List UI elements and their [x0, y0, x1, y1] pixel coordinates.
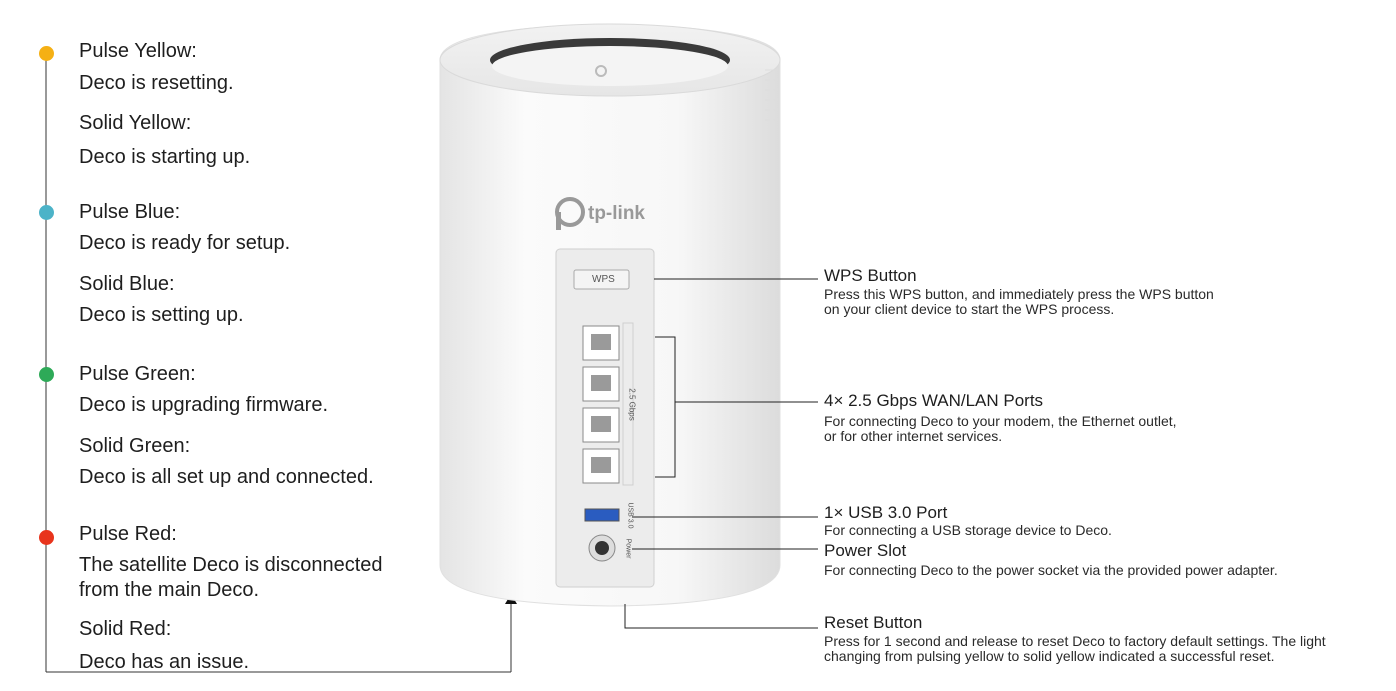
led-title-solid-green: Solid Green:	[79, 435, 191, 457]
ports-bracket	[655, 336, 676, 478]
green-dot	[39, 367, 54, 382]
led-desc-pulse-blue: Deco is ready for setup.	[79, 232, 291, 254]
callout-title-power: Power Slot	[824, 541, 907, 560]
callout-desc-usb: For connecting a USB storage device to D…	[824, 522, 1112, 538]
reset-line	[624, 604, 818, 629]
callout-title-reset: Reset Button	[824, 613, 923, 632]
led-title-pulse-yellow: Pulse Yellow:	[79, 40, 197, 62]
blue-dot	[39, 205, 54, 220]
power-label: Power	[624, 538, 632, 559]
callout-desc-reset: Press for 1 second and release to reset …	[824, 633, 1326, 664]
led-desc-pulse-yellow: Deco is resetting.	[79, 72, 234, 94]
ethernet-ports	[582, 325, 620, 484]
led-title-solid-red: Solid Red:	[79, 618, 172, 640]
usb-port	[584, 508, 620, 522]
led-desc-solid-blue: Deco is setting up.	[79, 304, 244, 326]
red-dot	[39, 530, 54, 545]
callout-desc-ports: For connecting Deco to your modem, the E…	[824, 413, 1177, 444]
callout-desc-power: For connecting Deco to the power socket …	[824, 562, 1278, 578]
led-desc-pulse-green: Deco is upgrading firmware.	[79, 394, 328, 416]
callout-desc-wps: Press this WPS button, and immediately p…	[824, 286, 1214, 317]
deco-device	[439, 23, 781, 607]
led-desc-solid-red: Deco has an issue.	[79, 651, 250, 673]
callout-title-wps: WPS Button	[824, 266, 917, 285]
callout-title-ports: 4× 2.5 Gbps WAN/LAN Ports	[824, 391, 1044, 410]
ports-speed-label: 2.5 Gbps	[627, 388, 637, 421]
led-desc-solid-yellow: Deco is starting up.	[79, 146, 251, 168]
led-title-solid-blue: Solid Blue:	[79, 273, 175, 295]
wps-button-label[interactable]: WPS	[592, 274, 615, 285]
brand-logo-text: tp-link	[588, 203, 645, 224]
led-title-pulse-blue: Pulse Blue:	[79, 201, 181, 223]
led-title-pulse-green: Pulse Green:	[79, 363, 196, 385]
led-desc-pulse-red: The satellite Deco is disconnected from …	[79, 554, 383, 601]
led-desc-solid-green: Deco is all set up and connected.	[79, 466, 374, 488]
yellow-dot	[39, 46, 54, 61]
led-title-pulse-red: Pulse Red:	[79, 523, 177, 545]
callout-title-usb: 1× USB 3.0 Port	[824, 503, 948, 522]
usb-label: USB 3.0	[626, 502, 634, 529]
led-title-solid-yellow: Solid Yellow:	[79, 112, 192, 134]
